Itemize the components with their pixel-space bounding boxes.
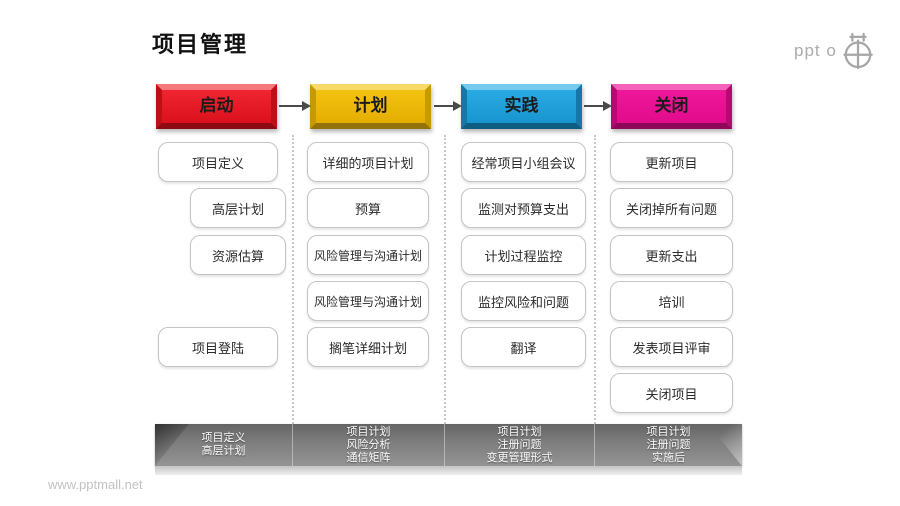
summary-execute: 项目计划 注册问题 变更管理形式 (444, 424, 594, 466)
page-title: 项目管理 (152, 32, 249, 57)
task-box: 更新支出 (610, 235, 733, 275)
task-box: 翻译 (461, 327, 586, 367)
task-box: 项目登陆 (158, 327, 278, 367)
brand-logo: ppt o (794, 32, 874, 70)
task-box: 培训 (610, 281, 733, 321)
task-box: 发表项目评审 (610, 327, 733, 367)
stage-header-execute: 实践 (461, 84, 582, 129)
stopwatch-icon (843, 32, 873, 70)
stage-header-plan: 计划 (310, 84, 431, 129)
task-box: 关闭掉所有问题 (610, 188, 733, 228)
summary-initiate: 项目定义 高层计划 (201, 432, 246, 457)
task-box: 监控风险和问题 (461, 281, 586, 321)
stage-header-initiate: 启动 (156, 84, 277, 129)
task-box: 经常项目小组会议 (461, 142, 586, 182)
task-box: 高层计划 (190, 188, 286, 228)
task-box: 更新项目 (610, 142, 733, 182)
watermark: www.pptmall.net (48, 477, 143, 492)
summary-plan: 项目计划 风险分析 通信矩阵 (292, 424, 444, 466)
column-divider-2 (444, 135, 446, 424)
summary-bar-reflection (155, 466, 742, 475)
task-box: 搁笔详细计划 (307, 327, 429, 367)
brand-text: ppt o (794, 41, 837, 60)
column-divider-3 (594, 135, 596, 424)
task-box: 项目定义 (158, 142, 278, 182)
task-box: 计划过程监控 (461, 235, 586, 275)
flow-arrow-3 (584, 101, 612, 111)
task-box: 资源估算 (190, 235, 286, 275)
flow-arrow-2 (434, 101, 462, 111)
task-box: 详细的项目计划 (307, 142, 429, 182)
task-box: 风险管理与沟通计划 (307, 281, 429, 321)
summary-close: 项目计划 注册问题 实施后 (594, 424, 742, 466)
task-box: 关闭项目 (610, 373, 733, 413)
task-box: 预算 (307, 188, 429, 228)
summary-bar: 项目定义 高层计划 项目计划 风险分析 通信矩阵 项目计划 注册问题 变更管理形… (155, 424, 742, 466)
flow-arrow-1 (279, 101, 311, 111)
task-box: 风险管理与沟通计划 (307, 235, 429, 275)
stage-header-close: 关闭 (611, 84, 732, 129)
task-box: 监测对预算支出 (461, 188, 586, 228)
column-divider-1 (292, 135, 294, 424)
